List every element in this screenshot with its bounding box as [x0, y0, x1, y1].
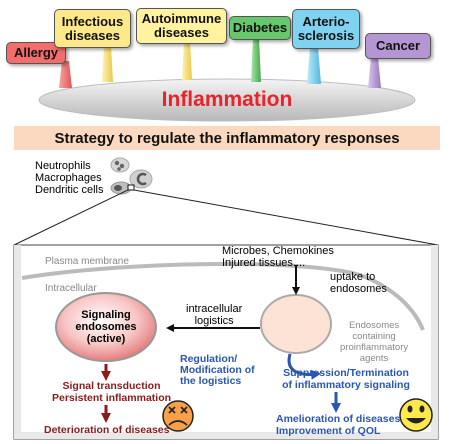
signaling-line3: (active) [86, 333, 126, 345]
macrophage-cell-icon [129, 169, 153, 189]
plasma-membrane [21, 262, 425, 331]
endosomes-line1: Endosomes [348, 320, 400, 331]
suppression-line2: of inflammatory signaling [282, 379, 410, 391]
strategy-title: Strategy to regulate the inflammatory re… [14, 126, 440, 150]
label-macrophages: Macrophages [35, 172, 102, 184]
regulation-line2: Modification of [180, 364, 255, 376]
neutrophil-cell-icon [110, 157, 130, 173]
endosome-circle [260, 294, 332, 354]
label-dendritic-cells: Dendritic cells [35, 184, 104, 196]
label-autoimmune-diseases: Autoimmune diseases [136, 8, 227, 44]
label-deterioration: Deterioration of diseases [44, 424, 170, 436]
uptake-line2: endosomes [330, 283, 387, 295]
intra-logistics-line1: intracellular [186, 303, 243, 315]
endosomes-line4: agents [359, 353, 389, 364]
label-uptake: uptake to endosomes [330, 271, 387, 295]
pin-arteriosclerosis [307, 47, 321, 84]
regulation-line1: Regulation/ [180, 353, 238, 365]
label-allergy: Allergy [6, 42, 66, 64]
microbes-line2: Injured tissues.... [222, 257, 306, 269]
signaling-line2: endosomes [75, 321, 137, 333]
label-endosomes-containing: Endosomes containing proinflammatory age… [340, 320, 408, 364]
pin-diabetes [251, 38, 261, 82]
amelioration-line2: Improvement of QOL [276, 425, 381, 437]
label-arteriosclerosis: Arterio-sclerosis [292, 9, 360, 49]
suppression-line1: Suppression/Termination [283, 367, 409, 379]
label-neutrophils: Neutrophils [35, 160, 91, 172]
label-signaling-endosomes: Signaling endosomes (active) [60, 309, 152, 345]
label-plasma-membrane: Plasma membrane [45, 256, 129, 267]
amelioration-line1: Amelioration of diseases [276, 413, 401, 425]
endosomes-line3: proinflammatory [340, 342, 409, 353]
inflammation-title: Inflammation [161, 88, 293, 111]
signaling-endosome [55, 292, 157, 362]
signal-line2: Persistent inflammation [52, 392, 172, 404]
label-suppression: Suppression/Termination of inflammatory … [278, 367, 414, 391]
endosomes-line2: containing [352, 331, 396, 342]
label-diabetes: Diabetes [229, 16, 291, 40]
label-amelioration: Amelioration of diseases Improvement of … [276, 413, 400, 437]
label-cancer: Cancer [365, 33, 431, 59]
signal-line1: Signal transduction [62, 380, 161, 392]
uptake-line1: uptake to [330, 271, 376, 283]
pin-cancer [368, 57, 381, 88]
happy-face-icon [399, 398, 433, 432]
zoom-marker [127, 184, 135, 191]
label-regulation: Regulation/ Modification of the logistic… [180, 354, 255, 387]
pin-allergy [59, 61, 72, 88]
intra-logistics-line2: logistics [194, 315, 234, 327]
sad-face-icon [162, 400, 194, 432]
regulation-arrow [287, 353, 321, 380]
label-signal-transduction: Signal transduction Persistent inflammat… [52, 380, 171, 404]
signaling-line1: Signaling [81, 309, 131, 321]
inflammation-ellipse [38, 78, 416, 122]
pin-autoimmune [182, 42, 192, 80]
label-intracellular-logistics: intracellular logistics [186, 303, 242, 327]
regulation-line3: the logistics [180, 375, 242, 387]
label-infectious-diseases: Infectious diseases [54, 9, 131, 48]
label-intracellular: Intracellular [45, 283, 97, 294]
microbes-line1: Microbes, Chemokines [222, 245, 334, 257]
pin-infectious [102, 46, 113, 82]
label-microbes: Microbes, Chemokines Injured tissues.... [222, 245, 334, 269]
